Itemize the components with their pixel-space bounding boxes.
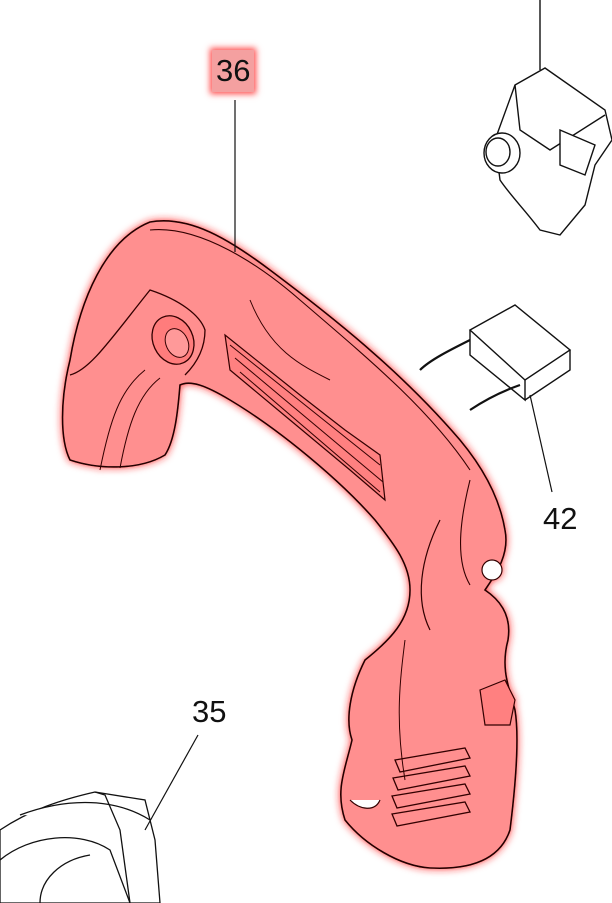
part-35-housing[interactable] (0, 791, 161, 903)
callout-36[interactable]: 36 (212, 50, 255, 92)
leader-lines (144, 100, 553, 831)
leader-35 (144, 734, 199, 831)
part-42-capacitor[interactable] (419, 304, 572, 411)
switch-assembly (483, 0, 612, 236)
part-36-handle[interactable] (61, 220, 518, 870)
leader-42 (529, 394, 553, 493)
callout-35[interactable]: 35 (192, 694, 227, 729)
callout-42[interactable]: 42 (543, 501, 578, 536)
